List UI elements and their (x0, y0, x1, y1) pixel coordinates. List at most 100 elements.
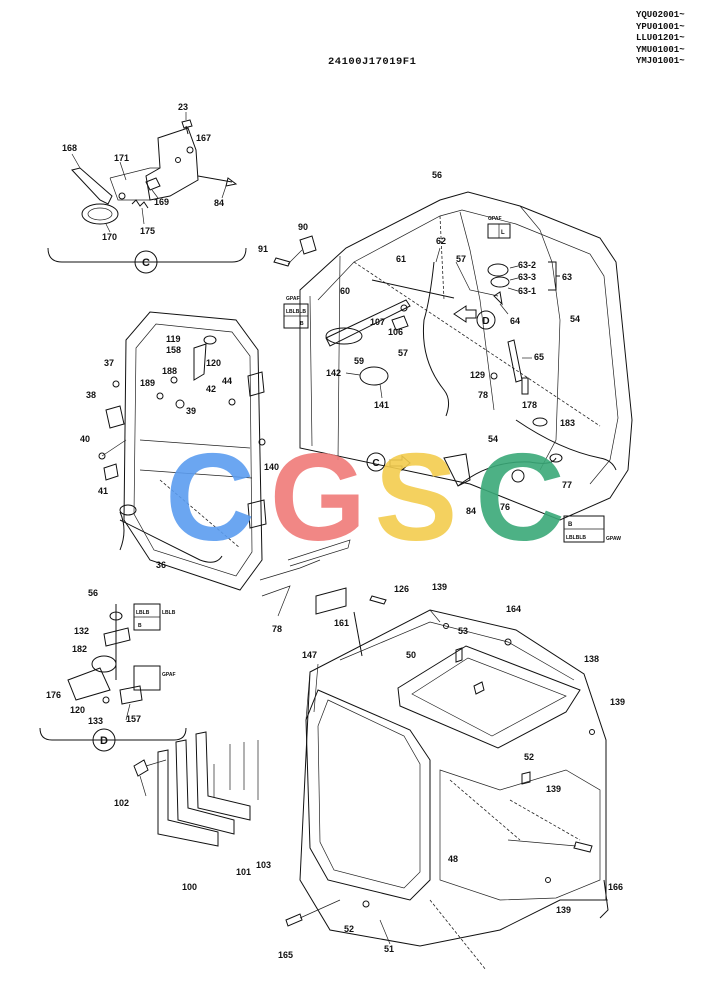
part-label: 63 (562, 272, 572, 282)
glass-103 (195, 731, 251, 821)
connector-63-2 (487, 263, 509, 277)
part-label: 90 (298, 222, 308, 232)
part-label: 158 (166, 345, 181, 355)
part-label: 57 (398, 348, 408, 358)
leader-line (119, 161, 127, 181)
label-plate-1: GPAF L (487, 216, 511, 239)
part-label: 157 (126, 714, 141, 724)
leader-line (125, 703, 131, 721)
part-label: 56 (432, 170, 442, 180)
bolt-166 (573, 841, 593, 853)
leader-line (287, 249, 303, 265)
part-label: 57 (456, 254, 466, 264)
part-label: 62 (436, 236, 446, 246)
bolt-91 (273, 257, 291, 267)
plate-1-top: GPAF (488, 216, 502, 222)
strut-65 (507, 339, 523, 383)
part-label: 63-3 (518, 272, 536, 282)
leader-line (105, 223, 111, 233)
leader-line (509, 265, 519, 269)
serial-range: LLU01201~ (636, 33, 685, 43)
wire-84-shape (197, 175, 233, 183)
lamp-142 (359, 366, 389, 386)
detail-c-frame (47, 247, 247, 263)
plate-1-text: L (501, 230, 505, 236)
part-label: 51 (384, 944, 394, 954)
detail-c-ref-circle (366, 452, 386, 472)
part-label: 56 (88, 588, 98, 598)
part-label: 44 (222, 376, 232, 386)
glass-strips (213, 740, 259, 800)
leader-line (345, 372, 361, 376)
cab-rear-group: D C (273, 191, 633, 521)
screw-42 (228, 398, 236, 406)
part-label: 54 (488, 434, 498, 444)
part-label: 133 (88, 716, 103, 726)
leader-line (435, 247, 441, 263)
detail-d-arrow (453, 305, 477, 323)
bracket-hole (186, 146, 194, 154)
part-label: 78 (272, 624, 282, 634)
latch-170-shape (81, 203, 119, 225)
part-label: 169 (154, 197, 169, 207)
plate-2-row-2: B (300, 321, 304, 327)
bolt-23-shape (181, 119, 193, 135)
glass-101 (175, 739, 235, 835)
part-label: 37 (104, 358, 114, 368)
cab-hidden-edge (353, 215, 601, 427)
watermark-letter: C (165, 429, 255, 567)
bolt-165 (285, 913, 303, 927)
part-label: 170 (102, 232, 117, 242)
plate-4-side: LBLB (162, 610, 176, 616)
watermark-letter: C (475, 429, 565, 567)
part-label: 23 (178, 102, 188, 112)
plate-5-text: GPAF (162, 672, 176, 678)
part-label: 48 (448, 854, 458, 864)
part-label: 61 (396, 254, 406, 264)
leader-line (151, 189, 159, 199)
leader-line (139, 775, 147, 797)
plate-3-row-1: B (568, 522, 573, 528)
detail-c-ref: C (372, 458, 379, 469)
plate-4-row-2: B (138, 623, 142, 629)
part-label: 102 (114, 798, 129, 808)
part-label: 42 (206, 384, 216, 394)
panel-161 (315, 587, 347, 615)
part-label: 147 (302, 650, 317, 660)
screw-37 (112, 380, 120, 388)
side-window-frame (439, 769, 601, 901)
part-label: 139 (546, 784, 561, 794)
part-label: 183 (560, 418, 575, 428)
bolt-126 (369, 595, 387, 605)
leader-line (379, 919, 391, 945)
plate-5-box (133, 665, 161, 691)
part-label: 78 (478, 390, 488, 400)
part-label: 77 (562, 480, 572, 490)
detail-d-group: D (39, 604, 187, 752)
part-label: 141 (374, 400, 389, 410)
bracket-hole (118, 192, 126, 200)
detail-c-arrow (389, 454, 411, 472)
bracket-78 (259, 559, 321, 617)
part-label: 175 (140, 226, 155, 236)
cable-36 (119, 511, 223, 563)
door-outline (123, 311, 263, 591)
part-label: 60 (340, 286, 350, 296)
door-group (98, 311, 267, 591)
plate-3-row-2: LBLBLB (566, 535, 586, 541)
leader-line (221, 185, 227, 199)
part-label: 132 (74, 626, 89, 636)
cable-36-end (119, 504, 137, 516)
block-41 (103, 463, 119, 481)
clip-52-lower (362, 900, 370, 908)
clip-52 (521, 771, 531, 785)
label-plate-4: LBLB B LBLB (133, 603, 176, 631)
part-labels: 23 167 168 171 169 84 170 175 56 90 91 6… (46, 102, 625, 960)
wiper-arm-60 (325, 299, 411, 347)
leader-line (299, 899, 341, 919)
plate-4-row-1: LBLB (136, 610, 150, 616)
grommet-76 (511, 469, 525, 483)
part-label: 100 (182, 882, 197, 892)
